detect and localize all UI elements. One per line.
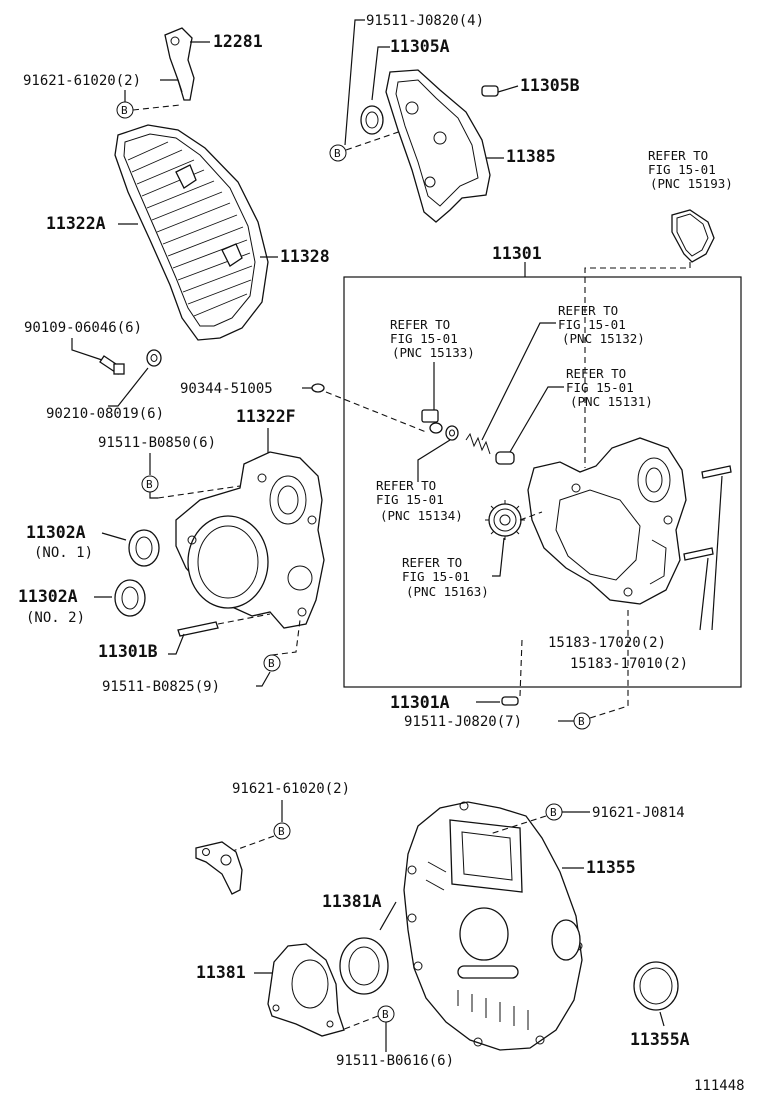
- ref-15133: REFER TO FIG 15-01 (PNC 15133): [390, 317, 475, 360]
- label-11328: 11328: [280, 247, 330, 266]
- label-11385: 11385: [506, 147, 556, 166]
- label-12281: 12281: [213, 32, 263, 51]
- svg-text:FIG 15-01: FIG 15-01: [376, 492, 444, 507]
- part-bracket-bottom: [195, 841, 243, 895]
- svg-text:B: B: [268, 657, 275, 670]
- svg-text:REFER TO: REFER TO: [566, 366, 626, 381]
- group-box-11301: [343, 276, 742, 688]
- label-91511-b0616: 91511-B0616(6): [336, 1053, 454, 1069]
- svg-text:(PNC 15163): (PNC 15163): [406, 584, 489, 599]
- part-11322f-cover: [175, 451, 325, 629]
- label-15183-17010: 15183-17010(2): [570, 656, 688, 672]
- svg-text:FIG 15-01: FIG 15-01: [558, 317, 626, 332]
- label-11301a: 11301A: [390, 693, 450, 712]
- part-spring: [465, 432, 491, 455]
- part-11381a-seal: [339, 937, 389, 995]
- label-11381: 11381: [196, 963, 246, 982]
- part-90210-washer: [146, 349, 162, 367]
- label-11305b: 11305B: [520, 76, 580, 95]
- svg-text:(PNC 15134): (PNC 15134): [380, 508, 463, 523]
- part-relief-valve: [495, 451, 515, 465]
- label-91511-j0820-7: 91511-J0820(7): [404, 714, 522, 730]
- part-12281: [164, 27, 210, 101]
- ref-15132: REFER TO FIG 15-01 (PNC 15132): [558, 303, 645, 346]
- svg-text:FIG 15-01: FIG 15-01: [566, 380, 634, 395]
- part-15183-stud-b: [683, 547, 714, 561]
- label-11301b: 11301B: [98, 642, 158, 661]
- svg-text:(PNC 15193): (PNC 15193): [650, 176, 733, 191]
- svg-text:REFER TO: REFER TO: [648, 148, 708, 163]
- label-11381a: 11381A: [322, 892, 382, 911]
- part-11305b-pin: [481, 85, 499, 97]
- bubble-b: [377, 1005, 395, 1023]
- part-90109-bolt: [99, 355, 125, 375]
- part-15183-stud-a: [701, 465, 732, 479]
- ref-15193: REFER TO FIG 15-01 (PNC 15193): [648, 148, 733, 191]
- svg-text:B: B: [578, 715, 585, 728]
- svg-text:REFER TO: REFER TO: [390, 317, 450, 332]
- part-11305a-seal: [360, 105, 384, 135]
- ref-15134: REFER TO FIG 15-01 (PNC 15134): [376, 478, 463, 523]
- part-11381-retainer: [267, 943, 345, 1037]
- svg-text:B: B: [382, 1008, 389, 1021]
- label-90344: 90344-51005: [180, 381, 273, 397]
- label-11301: 11301: [492, 244, 542, 263]
- part-ring-gasket: [671, 209, 715, 263]
- svg-text:B: B: [278, 825, 285, 838]
- label-91621-j0814: 91621-J0814: [592, 805, 685, 821]
- part-11301b-stud: [177, 621, 219, 637]
- label-90210: 90210-08019(6): [46, 406, 164, 422]
- label-15183-17020: 15183-17020(2): [548, 635, 666, 651]
- label-91621-bottom: 91621-61020(2): [232, 781, 350, 797]
- label-11355a: 11355A: [630, 1030, 690, 1049]
- ref-15163: REFER TO FIG 15-01 (PNC 15163): [402, 555, 489, 599]
- bubble-b: [329, 144, 347, 162]
- bubble-b: [545, 803, 563, 821]
- svg-text:B: B: [121, 104, 128, 117]
- part-11385-cover: [385, 69, 491, 223]
- part-11355-end-plate: [403, 801, 583, 1051]
- label-91621-top: 91621-61020(2): [23, 73, 141, 89]
- svg-text:B: B: [146, 478, 153, 491]
- label-11322f: 11322F: [236, 407, 296, 426]
- svg-text:FIG 15-01: FIG 15-01: [648, 162, 716, 177]
- label-11302a-no2: 11302A: [18, 587, 78, 606]
- part-oil-pump-body: [527, 437, 687, 605]
- label-11355: 11355: [586, 858, 636, 877]
- bubble-b: [573, 712, 591, 730]
- bubble-b: [273, 822, 291, 840]
- part-90344-plug: [311, 383, 325, 393]
- svg-text:(PNC 15133): (PNC 15133): [392, 345, 475, 360]
- part-11302a-seal-no2: [114, 579, 146, 617]
- label-90109: 90109-06046(6): [24, 320, 142, 336]
- svg-text:REFER TO: REFER TO: [558, 303, 618, 318]
- svg-text:(PNC 15132): (PNC 15132): [562, 331, 645, 346]
- label-11302a-no1: 11302A: [26, 523, 86, 542]
- part-washer-small: [445, 425, 459, 441]
- part-11302a-seal-no1: [128, 529, 160, 567]
- svg-text:REFER TO: REFER TO: [402, 555, 462, 570]
- svg-text:(PNC 15131): (PNC 15131): [570, 394, 653, 409]
- part-11301a-pin: [501, 696, 519, 706]
- svg-text:B: B: [334, 147, 341, 160]
- part-oil-plug: [421, 409, 443, 434]
- label-91511-b0850: 91511-B0850(6): [98, 435, 216, 451]
- part-oil-pump-gear: [485, 500, 525, 540]
- label-11322a: 11322A: [46, 214, 106, 233]
- part-11322a-timing-cover: [114, 124, 269, 341]
- label-no1: (NO. 1): [34, 545, 93, 561]
- svg-text:B: B: [550, 806, 557, 819]
- svg-text:FIG 15-01: FIG 15-01: [402, 569, 470, 584]
- figure-number: 111448: [694, 1078, 745, 1094]
- label-91511-b0825: 91511-B0825(9): [102, 679, 220, 695]
- svg-text:REFER TO: REFER TO: [376, 478, 436, 493]
- label-11305a: 11305A: [390, 37, 450, 56]
- label-91511-j0820-4: 91511-J0820(4): [366, 13, 484, 29]
- label-no2: (NO. 2): [26, 610, 85, 626]
- ref-15131: REFER TO FIG 15-01 (PNC 15131): [566, 366, 653, 409]
- svg-text:FIG 15-01: FIG 15-01: [390, 331, 458, 346]
- part-11355a-cap: [633, 961, 679, 1011]
